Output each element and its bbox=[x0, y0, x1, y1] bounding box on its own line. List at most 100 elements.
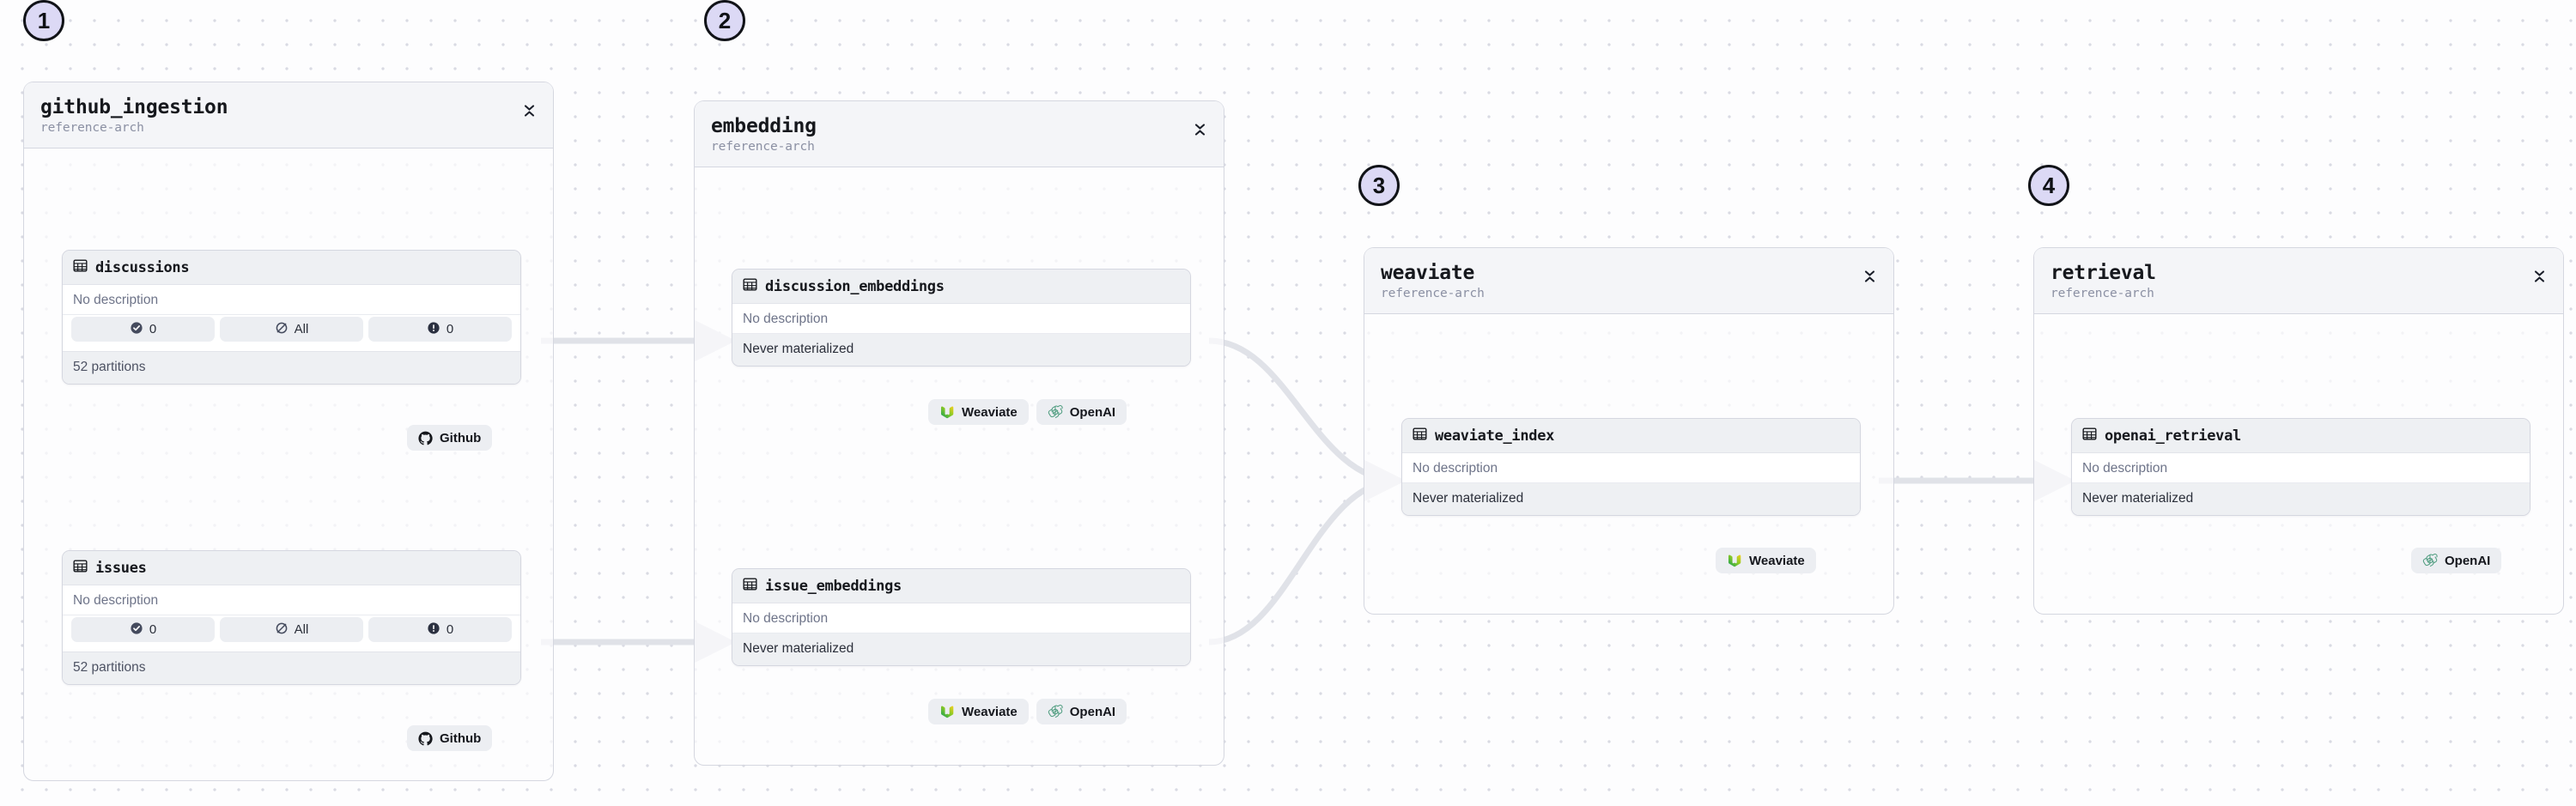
group-subtitle: reference-arch bbox=[40, 121, 144, 136]
asset-header[interactable]: openai_retrieval bbox=[2072, 419, 2530, 453]
asset-header[interactable]: discussions bbox=[63, 251, 520, 285]
github-icon bbox=[418, 431, 433, 445]
integration-badge-label: OpenAI bbox=[1069, 404, 1116, 420]
step-badge-3: 3 bbox=[1358, 165, 1400, 206]
table-icon bbox=[743, 277, 757, 296]
asset-description: No description bbox=[63, 585, 520, 615]
group-header-text: embedding reference-arch bbox=[711, 116, 817, 154]
integration-badge-row: Github bbox=[407, 425, 493, 451]
step-badge-1: 1 bbox=[23, 0, 64, 41]
asset-name: weaviate_index bbox=[1435, 427, 1555, 445]
status-pill-check-circle[interactable]: 0 bbox=[71, 617, 215, 642]
integration-badge-label: Github bbox=[440, 730, 482, 746]
asset-name: issue_embeddings bbox=[765, 578, 902, 595]
check-circle-icon bbox=[130, 621, 143, 639]
chevron-collapse-icon[interactable] bbox=[1192, 118, 1207, 141]
integration-badge-row: Weaviate OpenAI bbox=[928, 699, 1127, 724]
openai-icon bbox=[1048, 704, 1063, 719]
integration-badge-weaviate[interactable]: Weaviate bbox=[928, 399, 1029, 425]
asset-description: No description bbox=[63, 285, 520, 315]
asset-description: No description bbox=[1402, 453, 1860, 483]
no-materialization-icon bbox=[275, 621, 289, 639]
integration-badge-openai[interactable]: OpenAI bbox=[1036, 399, 1127, 425]
openai-icon bbox=[2422, 553, 2438, 568]
status-pill-label: 0 bbox=[149, 622, 157, 637]
group-title: embedding bbox=[711, 115, 817, 137]
asset-partition-count[interactable]: 52 partitions bbox=[63, 651, 520, 684]
integration-badge-openai[interactable]: OpenAI bbox=[2411, 548, 2502, 573]
openai-icon bbox=[1048, 404, 1063, 420]
integration-badge-github[interactable]: Github bbox=[407, 725, 493, 751]
asset-materialization-status: Never materialized bbox=[732, 334, 1190, 366]
asset-name: openai_retrieval bbox=[2105, 427, 2241, 445]
group-subtitle: reference-arch bbox=[711, 140, 815, 155]
asset-description: No description bbox=[732, 304, 1190, 334]
integration-badge-label: Weaviate bbox=[962, 704, 1018, 719]
integration-badge-label: OpenAI bbox=[2445, 553, 2491, 568]
integration-badge-weaviate[interactable]: Weaviate bbox=[928, 699, 1029, 724]
integration-badge-row: Github bbox=[407, 725, 493, 751]
group-header[interactable]: retrieval reference-arch bbox=[2034, 248, 2563, 315]
table-icon bbox=[1413, 427, 1427, 445]
asset-header[interactable]: discussion_embeddings bbox=[732, 270, 1190, 304]
chevron-collapse-icon[interactable] bbox=[521, 100, 537, 122]
integration-badge-row: Weaviate bbox=[1716, 548, 1816, 573]
integration-badge-row: Weaviate OpenAI bbox=[928, 399, 1127, 425]
status-pill-label: All bbox=[294, 322, 309, 336]
group-subtitle: reference-arch bbox=[2050, 287, 2154, 301]
status-pill-label: 0 bbox=[446, 622, 454, 637]
no-materialization-icon bbox=[275, 321, 289, 338]
chevron-collapse-icon[interactable] bbox=[2531, 265, 2547, 288]
asset-header[interactable]: issue_embeddings bbox=[732, 569, 1190, 603]
step-badge-2: 2 bbox=[704, 0, 745, 41]
table-icon bbox=[73, 559, 88, 578]
integration-badge-github[interactable]: Github bbox=[407, 425, 493, 451]
table-icon bbox=[73, 258, 88, 277]
group-subtitle: reference-arch bbox=[1381, 287, 1485, 301]
group-title: retrieval bbox=[2050, 262, 2156, 284]
group-header[interactable]: weaviate reference-arch bbox=[1364, 248, 1893, 315]
asset-name: issues bbox=[95, 560, 147, 577]
integration-badge-row: OpenAI bbox=[2411, 548, 2502, 573]
integration-badge-openai[interactable]: OpenAI bbox=[1036, 699, 1127, 724]
asset-name: discussions bbox=[95, 259, 190, 276]
asset-materialization-status: Never materialized bbox=[1402, 483, 1860, 515]
integration-badge-label: OpenAI bbox=[1069, 704, 1116, 719]
integration-badge-label: Weaviate bbox=[1749, 553, 1805, 568]
group-header-text: weaviate reference-arch bbox=[1381, 263, 1485, 300]
asset-status-pills: 0 All 0 bbox=[63, 615, 520, 651]
status-pill-no-materialization[interactable]: All bbox=[220, 617, 363, 642]
alert-circle-icon bbox=[427, 621, 440, 639]
chevron-collapse-icon[interactable] bbox=[1862, 265, 1877, 288]
status-pill-label: 0 bbox=[149, 322, 157, 336]
status-pill-label: All bbox=[294, 622, 309, 637]
step-badge-4: 4 bbox=[2028, 165, 2069, 206]
alert-circle-icon bbox=[427, 321, 440, 338]
asset-description: No description bbox=[732, 603, 1190, 633]
asset-partition-count[interactable]: 52 partitions bbox=[63, 351, 520, 384]
table-icon bbox=[743, 577, 757, 596]
status-pill-alert-circle[interactable]: 0 bbox=[368, 317, 512, 342]
group-title: weaviate bbox=[1381, 262, 1475, 284]
asset-materialization-status: Never materialized bbox=[2072, 483, 2530, 515]
asset-materialization-status: Never materialized bbox=[732, 633, 1190, 665]
asset-status-pills: 0 All 0 bbox=[63, 315, 520, 351]
status-pill-check-circle[interactable]: 0 bbox=[71, 317, 215, 342]
asset-header[interactable]: issues bbox=[63, 551, 520, 585]
status-pill-alert-circle[interactable]: 0 bbox=[368, 617, 512, 642]
status-pill-no-materialization[interactable]: All bbox=[220, 317, 363, 342]
integration-badge-weaviate[interactable]: Weaviate bbox=[1716, 548, 1816, 573]
group-header[interactable]: embedding reference-arch bbox=[695, 101, 1224, 168]
weaviate-icon bbox=[939, 404, 955, 420]
group-header-text: retrieval reference-arch bbox=[2050, 263, 2156, 300]
asset-header[interactable]: weaviate_index bbox=[1402, 419, 1860, 453]
